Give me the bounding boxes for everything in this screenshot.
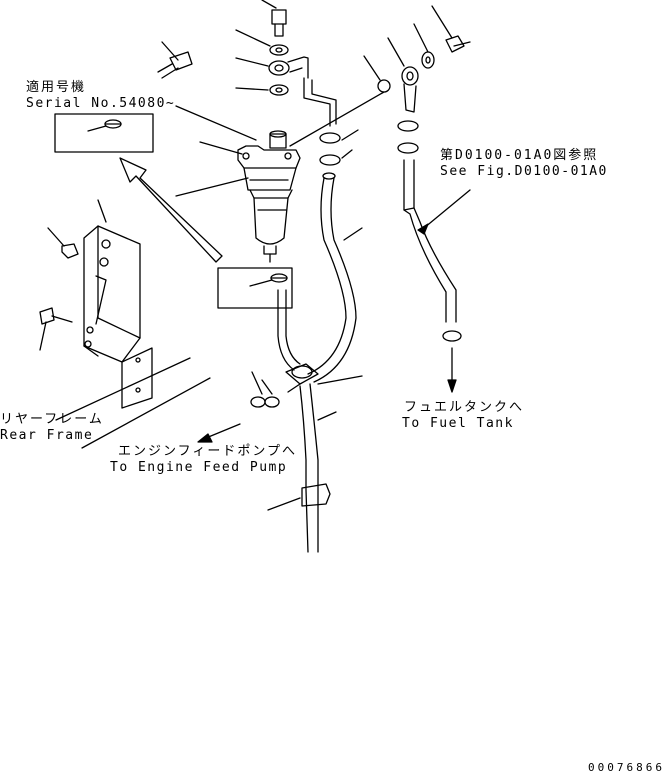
hollow-arrow	[119, 157, 223, 263]
t-joint	[250, 363, 363, 408]
hose-long-curve	[307, 172, 363, 383]
hose-to-tank	[403, 159, 471, 342]
serial-number-label: Serial No.54080~	[26, 96, 176, 111]
fuel-tank-label-jp: フュエルタンクへ	[404, 400, 525, 415]
leader-washer	[289, 91, 385, 147]
rear-frame-label-jp: リヤーフレーム	[0, 412, 104, 427]
hose-down	[267, 383, 337, 553]
arrow-to-pump	[197, 423, 241, 443]
reference-label-en: See Fig.D0100-01A0	[440, 164, 608, 179]
right-bolt-stack	[363, 5, 471, 113]
bracket	[39, 199, 153, 409]
hose-filter-to-joint	[277, 289, 301, 371]
short-pipe	[303, 77, 337, 127]
rear-frame-lines	[55, 357, 211, 449]
leader-filter-head	[175, 105, 257, 141]
hose-clips-right	[397, 120, 419, 154]
clip-box	[217, 267, 293, 309]
leader-filter-body	[199, 141, 243, 155]
fuel-tank-label-en: To Fuel Tank	[402, 416, 514, 431]
reference-label-jp: 第D0100-01A0図参照	[440, 148, 599, 163]
document-number: 00076866	[588, 761, 665, 774]
applicability-box	[54, 113, 154, 153]
leader-filter-bowl	[175, 177, 249, 197]
mounting-bolt	[157, 41, 193, 79]
arrow-to-tank	[447, 347, 457, 393]
rear-frame-label-en: Rear Frame	[0, 428, 94, 443]
engine-pump-label-jp: エンジンフィードポンプへ	[118, 444, 297, 459]
filter-head	[237, 130, 301, 191]
filter-bowl	[249, 189, 293, 263]
engine-pump-label-en: To Engine Feed Pump	[110, 460, 288, 475]
applicability-label-jp: 適用号機	[26, 80, 87, 95]
top-bolt-stack	[235, 0, 309, 96]
hose-clips-upper	[319, 129, 359, 166]
